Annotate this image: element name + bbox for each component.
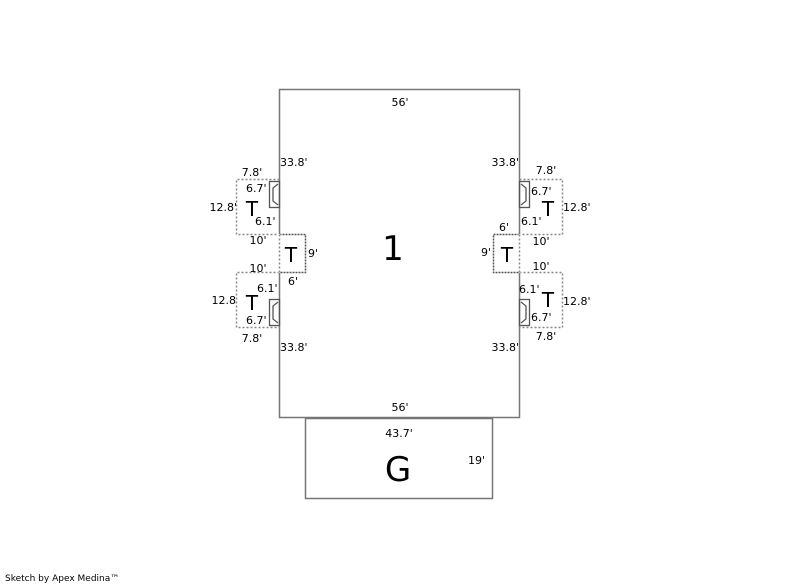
left-upper-terrace-inner-top: 6.7' bbox=[246, 182, 267, 195]
left-upper-terrace-bottom: 10' bbox=[249, 234, 266, 247]
left-lower-terrace-inner-bottom: 6.7' bbox=[246, 314, 267, 327]
right-lower-fixture-icon bbox=[518, 298, 531, 327]
garage-label: G bbox=[385, 450, 411, 490]
left-upper-terrace-side: 12.8' bbox=[209, 201, 237, 214]
right-lower-terrace-outline bbox=[519, 271, 564, 329]
right-upper-terrace-label: T bbox=[541, 197, 555, 221]
left-mid-terrace-label: T bbox=[284, 243, 298, 267]
right-lower-terrace-inner-bottom: 6.7' bbox=[531, 311, 552, 324]
left-upper-terrace-outline bbox=[235, 178, 280, 236]
left-lower-terrace-side: 12.8 bbox=[212, 294, 237, 307]
right-lower-terrace-bottom: 7.8' bbox=[536, 330, 557, 343]
right-upper-terrace-bottom: 10' bbox=[532, 235, 549, 248]
right-upper-terrace-inner-top: 6.7' bbox=[531, 185, 552, 198]
left-lower-fixture-icon bbox=[268, 298, 281, 327]
right-upper-terrace-top: 7.8' bbox=[536, 164, 557, 177]
right-upper-terrace-side: 12.8' bbox=[563, 201, 591, 214]
right-upper-terrace-outline bbox=[519, 178, 564, 236]
sketch-credit: Sketch by Apex Medina™ bbox=[5, 574, 120, 584]
left-upper-terrace-top: 7.8' bbox=[242, 166, 263, 179]
right-lower-terrace-top: 10' bbox=[532, 260, 549, 273]
main-top-dimension: 56' bbox=[391, 96, 408, 109]
right-mid-terrace-label: T bbox=[500, 243, 514, 267]
left-upper-fixture-icon bbox=[268, 180, 281, 209]
left-lower-terrace-inner-top: 6.1' bbox=[257, 282, 278, 295]
right-mid-terrace-top: 6' bbox=[499, 221, 509, 234]
right-lower-terrace-side: 12.8' bbox=[563, 295, 591, 308]
right-lower-terrace-inner-top: 6.1' bbox=[519, 283, 540, 296]
left-lower-terrace-label: T bbox=[245, 291, 259, 315]
main-left-lower-dimension: 33.8' bbox=[280, 341, 308, 354]
left-lower-terrace-outline bbox=[235, 271, 280, 329]
left-mid-terrace-side: 9' bbox=[308, 247, 318, 260]
main-right-upper-dimension: 33.8' bbox=[491, 156, 519, 169]
right-lower-terrace-label: T bbox=[541, 288, 555, 312]
garage-width-dimension: 43.7' bbox=[385, 427, 413, 440]
right-mid-terrace-side: 9' bbox=[481, 246, 491, 259]
main-left-upper-dimension: 33.8' bbox=[280, 156, 308, 169]
garage-outline bbox=[304, 417, 494, 500]
right-upper-terrace-inner-bottom: 6.1' bbox=[521, 215, 542, 228]
right-mid-terrace-outline bbox=[492, 233, 520, 274]
main-area-label: 1 bbox=[382, 229, 404, 269]
main-bottom-dimension: 56' bbox=[391, 401, 408, 414]
left-mid-terrace-bottom: 6' bbox=[288, 275, 298, 288]
left-lower-terrace-top: 10' bbox=[249, 262, 266, 275]
left-upper-terrace-inner-bottom: 6.1' bbox=[255, 215, 276, 228]
right-upper-fixture-icon bbox=[518, 180, 531, 209]
main-right-lower-dimension: 33.8' bbox=[491, 341, 519, 354]
left-upper-terrace-label: T bbox=[245, 197, 259, 221]
left-mid-terrace-outline bbox=[279, 233, 307, 274]
left-lower-terrace-bottom: 7.8' bbox=[242, 332, 263, 345]
garage-depth-dimension: 19' bbox=[468, 454, 485, 467]
